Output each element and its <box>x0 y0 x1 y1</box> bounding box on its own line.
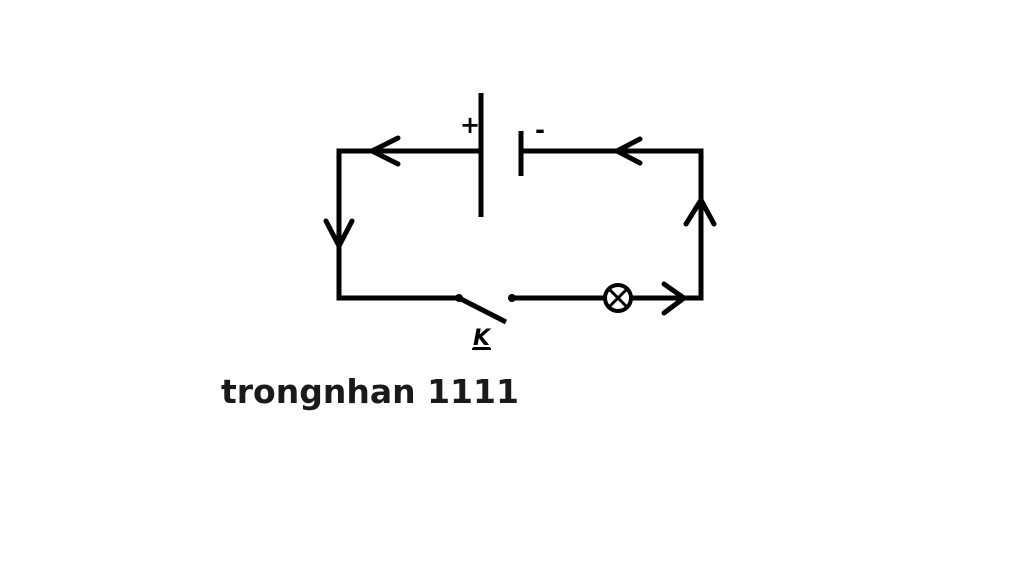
watermark-text: trongnhan 1111 <box>221 372 519 411</box>
arrow-left-icon <box>614 136 643 166</box>
switch-contact-right <box>508 294 516 302</box>
wire-top-right <box>521 148 704 301</box>
lamp-icon <box>603 283 633 313</box>
arrow-right-icon <box>661 281 687 316</box>
switch-blade <box>457 295 508 325</box>
battery-negative-label: - <box>535 116 545 144</box>
battery-positive-label: + <box>460 111 480 139</box>
arrow-down-icon <box>323 218 355 249</box>
arrow-left-icon <box>369 135 401 167</box>
wire-top-left <box>336 148 481 301</box>
switch-label: K <box>473 326 492 351</box>
arrow-up-icon <box>683 197 717 227</box>
